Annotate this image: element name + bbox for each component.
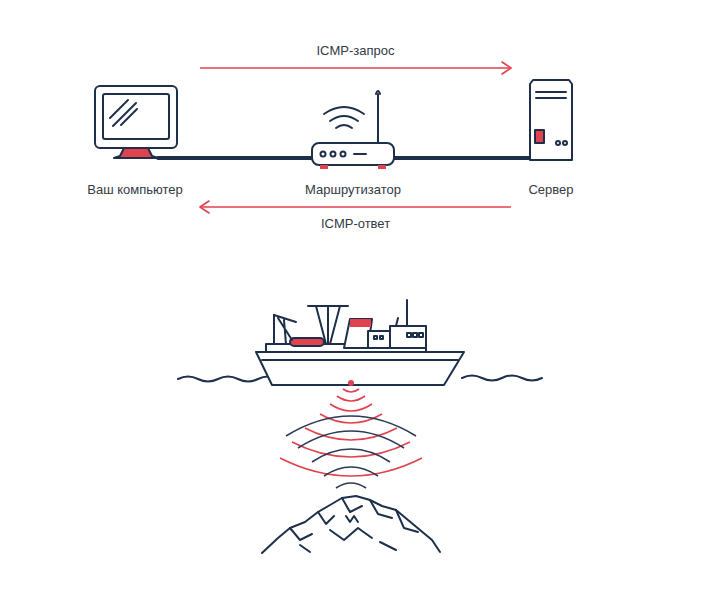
connector xyxy=(200,158,288,159)
connector-line xyxy=(418,156,511,160)
device-node: Сервер xyxy=(511,78,591,198)
connector xyxy=(200,201,511,213)
device-label: Ваш компьютер xyxy=(70,182,200,198)
device-node: Маршрутизатор xyxy=(288,78,418,198)
edge-label: ICMP-ответ xyxy=(318,216,393,232)
connector xyxy=(200,62,511,74)
connector-line xyxy=(200,206,511,208)
device-node: Ваш компьютер xyxy=(70,78,200,198)
connector-line xyxy=(200,156,288,160)
router-icon xyxy=(288,91,418,169)
connector-line xyxy=(200,67,511,69)
arrow-head xyxy=(200,201,209,213)
arrow-head xyxy=(502,62,511,74)
sonar-waves xyxy=(280,380,422,488)
seabed-rocks xyxy=(262,496,440,553)
computer-icon xyxy=(95,86,200,158)
connector xyxy=(418,158,511,159)
ship-illustration xyxy=(178,300,542,385)
device-label: Сервер xyxy=(511,182,591,198)
device-label: Маршрутизатор xyxy=(288,182,418,198)
server-icon xyxy=(511,80,572,160)
edge-label: ICMP-запрос xyxy=(313,43,397,59)
